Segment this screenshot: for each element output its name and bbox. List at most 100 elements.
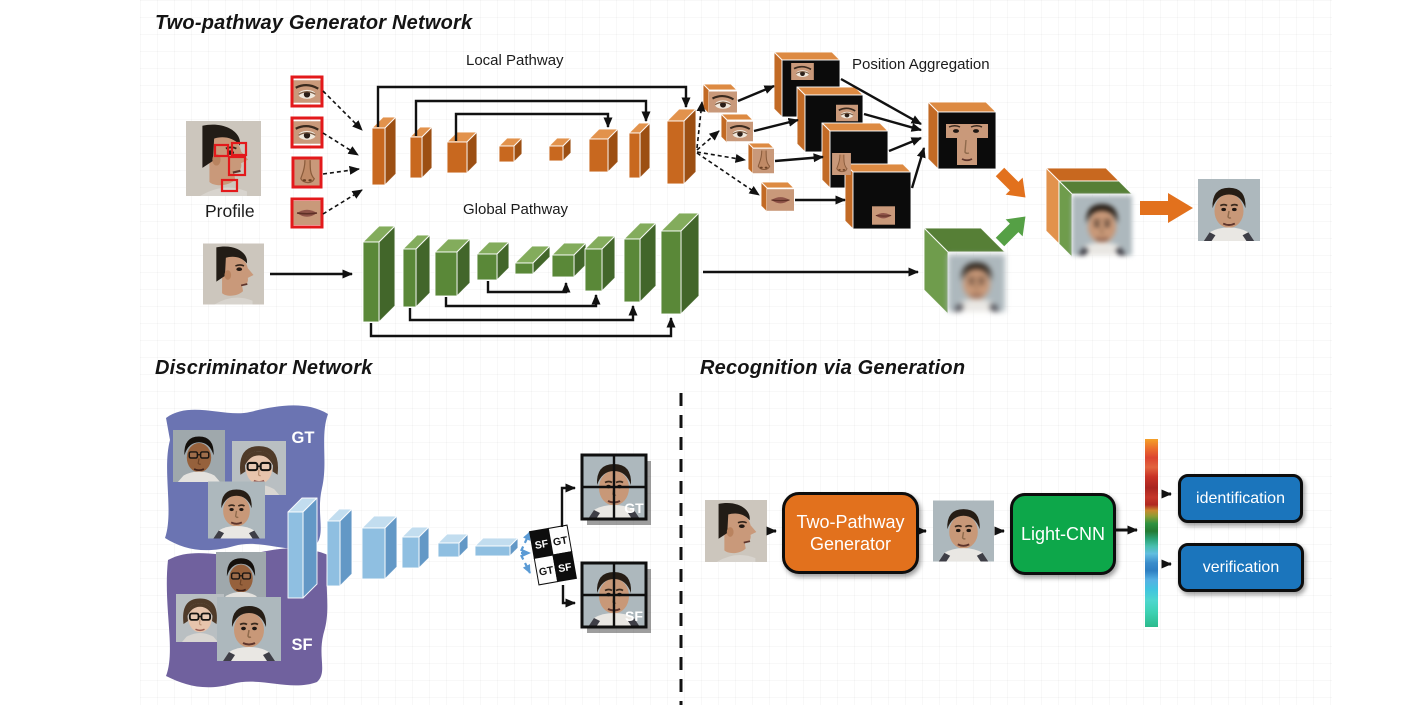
merge-arrow-orange: [995, 167, 1026, 198]
global-skip-connection-2: [444, 294, 601, 308]
global-conv-block: [362, 225, 396, 323]
discriminator-conv-blocks: [287, 497, 519, 599]
discriminator-conv-block: [287, 497, 318, 599]
synthesized-frontal-face: [1198, 178, 1260, 242]
global-input-face: [203, 243, 264, 305]
local-conv-block: [666, 108, 697, 185]
global-pathway-conv-blocks: [362, 212, 700, 323]
tile-cell-sf-2: SF: [557, 561, 573, 575]
local-pathway-label: Local Pathway: [466, 52, 564, 69]
landmark-box-right-eye: [230, 141, 248, 157]
merge-arrow-green: [995, 216, 1026, 247]
local-conv-block: [628, 122, 651, 179]
local-skip-connection-2: [414, 99, 651, 136]
input-patch-left-eye: [292, 78, 322, 105]
gt-output-patch: GT: [580, 453, 651, 525]
light-cnn-box: Light-CNN: [1010, 493, 1116, 575]
decoded-patch-frame: [747, 142, 775, 175]
decoded-patch-left-eye: [709, 90, 737, 114]
local-pathway-conv-blocks: [371, 108, 697, 186]
global-skip-connection-4: [369, 317, 676, 338]
aggregated-face-composite: [946, 124, 988, 165]
sf-face-woman-glasses: [176, 592, 224, 644]
global-conv-block: [623, 222, 657, 303]
gt-patch-label: GT: [624, 500, 644, 516]
local-conv-block: [409, 126, 433, 179]
light-cnn-label: Light-CNN: [1020, 523, 1106, 544]
local-skip-connection-1: [376, 85, 691, 127]
feature-vector-colorbar: [1145, 439, 1158, 627]
global-output-blurred-face: [948, 253, 1005, 313]
recognition-generated-face: [933, 500, 994, 562]
landmark-boxes: [213, 141, 248, 193]
global-conv-block: [514, 245, 551, 275]
local-conv-block: [371, 116, 397, 186]
input-patch-nose: [293, 158, 321, 187]
input-patch-right-eye: [292, 119, 322, 146]
verification-label: verification: [1202, 558, 1280, 576]
position-aggregation-label: Position Aggregation: [852, 56, 990, 73]
global-conv-block: [584, 235, 616, 292]
identification-box: identification: [1178, 474, 1303, 523]
input-patch-mouth: [292, 200, 322, 226]
global-skip-connection-3: [408, 305, 638, 322]
sf-face-man: [217, 597, 281, 661]
combined-blurred-face: [1072, 194, 1132, 257]
global-conv-block: [434, 238, 471, 297]
landmark-box-left-eye: [213, 143, 230, 158]
gt-face-man-glasses: [173, 429, 225, 483]
landmark-box-nose: [227, 155, 247, 177]
local-conv-block: [446, 131, 478, 174]
tile-cell-gt-1: GT: [552, 534, 569, 548]
profile-input-photo: [186, 121, 261, 196]
sf-output-patch: SF: [580, 561, 651, 633]
local-conv-block: [588, 128, 619, 173]
generator-section-title: Two-pathway Generator Network: [155, 12, 473, 34]
output-thick-arrow: [1140, 193, 1193, 223]
generator-flow-arrows: [270, 77, 926, 338]
landmark-box-mouth: [220, 178, 239, 193]
profile-face-image: [186, 121, 261, 196]
generator-box-line1: Two-Pathway: [796, 511, 905, 532]
discriminator-conv-block: [437, 533, 469, 558]
identification-label: identification: [1196, 489, 1285, 507]
tile-output-arrows: [560, 483, 576, 608]
recognition-flow-arrows: [766, 489, 1172, 569]
canvas4-mouth: [872, 205, 895, 226]
discriminator-conv-block: [401, 526, 430, 569]
patch-dashed-arrows: [322, 90, 760, 215]
canvas3-nose: [831, 153, 852, 175]
decoded-patch-mouth: [767, 188, 794, 212]
global-conv-block: [402, 234, 431, 308]
input-patches: [290, 75, 324, 229]
discriminator-conv-block: [326, 508, 353, 587]
recognition-section-title: Recognition via Generation: [700, 357, 966, 379]
verification-box: verification: [1178, 543, 1304, 592]
gt-banner-label: GT: [292, 429, 315, 447]
global-conv-block: [551, 242, 587, 278]
merge-arrows: [995, 167, 1193, 247]
profile-label: Profile: [205, 201, 255, 221]
local-skip-connection-3: [454, 112, 613, 141]
gt-face-man: [208, 480, 265, 540]
discriminator-dashed-arrows: [520, 531, 531, 574]
decoded-patch-right-eye: [727, 120, 753, 143]
local-conv-block: [498, 137, 523, 163]
decoded-patch-nose: [753, 148, 774, 174]
local-conv-block: [548, 137, 572, 162]
decoded-patch-frame: [720, 113, 754, 144]
recognition-input-profile-face: [705, 500, 767, 562]
gt-sf-score-tile: SF GT GT SF: [529, 524, 577, 586]
global-output-cube: [923, 227, 1006, 315]
tile-cell-sf-1: SF: [534, 538, 550, 552]
global-conv-block: [660, 212, 700, 315]
global-pathway-label: Global Pathway: [463, 201, 569, 218]
tile-cell-gt-2: GT: [538, 564, 555, 578]
discriminator-conv-block: [361, 515, 398, 580]
two-pathway-generator-box: Two-Pathway Generator: [782, 492, 919, 574]
discriminator-conv-block: [474, 537, 519, 557]
generator-box-line2: Generator: [809, 534, 892, 554]
global-skip-connection-1: [486, 281, 571, 294]
sf-banner-label: SF: [291, 636, 312, 654]
